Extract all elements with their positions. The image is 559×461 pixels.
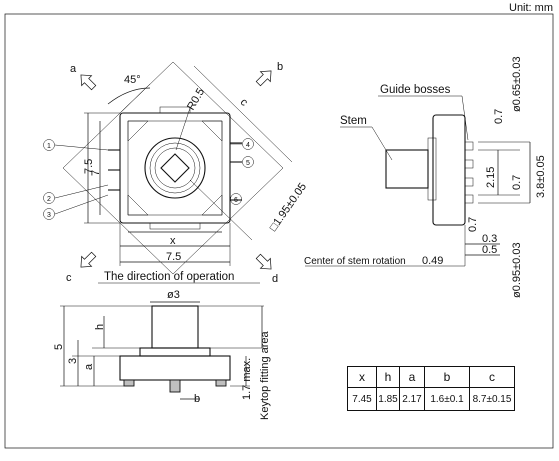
rotation-label: Center of stem rotation: [304, 256, 406, 267]
dim-b: b: [194, 393, 200, 405]
diag-c-dimline: [193, 65, 293, 163]
dim-top-diam: ø0.65±0.03: [511, 56, 523, 112]
svg-text:6: 6: [234, 197, 238, 204]
dim-03: 0.3: [482, 233, 497, 245]
arrow-d-icon: [255, 253, 272, 270]
front-body: [119, 355, 231, 381]
svg-text:2: 2: [47, 196, 51, 203]
spec-header-c: c: [469, 366, 515, 388]
svg-text:5: 5: [246, 160, 250, 167]
dim-x-label: x: [170, 235, 176, 247]
arrow-a-label: a: [70, 63, 77, 75]
front-leg-right: [215, 379, 227, 387]
switch-body: [119, 112, 231, 224]
corner-clip-tr: [201, 120, 223, 142]
side-stem: [385, 149, 429, 189]
spec-table: x h a b c 7.45 1.85 2.17 1.6±0.1 8.7±0.1…: [347, 366, 515, 411]
angle-label: 45°: [124, 74, 141, 86]
side-view: Guide bosses Stem ø0.65±0.03 0.7 2.15 3.…: [304, 56, 547, 298]
radius-leader: [175, 107, 191, 151]
stem-label: Stem: [340, 115, 367, 127]
spec-header-b: b: [424, 366, 470, 388]
drawing-frame: [4, 13, 554, 449]
marker-1: ① 1: [43, 139, 109, 151]
arrow-b-label: b: [277, 61, 283, 73]
radius-label: R0.5: [185, 86, 207, 112]
front-view: ø3 5 3 h a b 1.7 max. Keytop fitting are…: [53, 289, 271, 420]
angle-leader: [119, 83, 151, 114]
operation-label: The direction of operation: [104, 271, 234, 283]
arrow-b-icon: [255, 70, 272, 87]
square-label: □1.95±0.05: [267, 181, 309, 233]
front-leg-left: [123, 379, 135, 387]
spec-value-c: 8.7±0.15: [469, 387, 515, 411]
spec-header-a: a: [399, 366, 425, 388]
marker-4: 4: [230, 138, 254, 150]
keytop-label: Keytop fitting area: [259, 330, 271, 420]
guide-bosses-label: Guide bosses: [380, 84, 451, 96]
marker-3: 3: [43, 194, 109, 220]
rotor-outer: [144, 137, 206, 199]
corner-clip-br: [201, 194, 223, 216]
top-view: a b c d 45° R0.5 c ① 1 2 3: [43, 61, 309, 285]
dim-07c: 0.7: [467, 217, 479, 232]
svg-text:1: 1: [47, 143, 51, 150]
corner-clip-tl: [127, 120, 149, 142]
arrow-d-label: d: [272, 273, 278, 285]
side-body: [432, 114, 466, 226]
corner-clip-bl: [127, 194, 149, 216]
dim-height-label: 7.5: [83, 159, 95, 174]
dim-five: 5: [53, 344, 65, 350]
spec-value-row: 7.45 1.85 2.17 1.6±0.1 8.7±0.15: [347, 387, 515, 411]
spec-value-x: 7.45: [347, 387, 377, 411]
dim-05: 0.5: [482, 244, 497, 256]
guide-bosses-leader: [461, 95, 469, 141]
unit-label: Unit: mm: [509, 2, 553, 14]
front-stem: [151, 305, 199, 349]
spec-value-h: 1.85: [376, 387, 400, 411]
rotor-inner: [154, 147, 196, 189]
dim-38: 3.8±0.05: [535, 155, 547, 198]
square-leader: [189, 179, 253, 241]
svg-text:3: 3: [47, 212, 51, 219]
dim-height-inner-label: 7: [90, 170, 102, 176]
side-flange: [427, 137, 437, 201]
side-pins: [464, 141, 474, 204]
dim-width-label: 7.5: [166, 251, 181, 263]
spec-header-x: x: [347, 366, 377, 388]
switch-body-inner: [127, 120, 223, 216]
arrow-a-icon: [80, 74, 97, 91]
arrow-c-icon: [80, 251, 97, 268]
spec-value-a: 2.17: [399, 387, 425, 411]
rotation-value: 0.49: [422, 255, 443, 267]
dim-bot-diam: ø0.95±0.03: [511, 242, 523, 298]
dim-three: 3: [67, 358, 79, 364]
dim-h: h: [94, 324, 106, 330]
spec-value-b: 1.6±0.1: [424, 387, 470, 411]
tab-bottom: [149, 222, 201, 230]
diag-c-label: c: [238, 96, 251, 109]
rotor-mid: [149, 142, 201, 194]
spec-header-h: h: [376, 366, 400, 388]
stem-leader: [371, 126, 393, 161]
marker-6: 6: [230, 193, 242, 205]
stem-dia-label: ø3: [167, 289, 180, 301]
marker-2: 2: [43, 184, 109, 204]
dim-max: 1.7 max.: [241, 358, 253, 400]
spec-header-row: x h a b c: [347, 366, 515, 388]
front-pin: [169, 379, 181, 393]
stem-square: [160, 153, 190, 183]
arrow-c-label: c: [66, 272, 72, 284]
dim-a: a: [83, 363, 95, 370]
dim-215: 2.15: [485, 167, 497, 188]
tab-top: [159, 106, 191, 114]
svg-text:4: 4: [246, 142, 250, 149]
marker-5: 5: [230, 156, 254, 168]
dim-07a: 0.7: [493, 109, 505, 124]
angle-arc: [107, 87, 151, 105]
front-collar: [139, 347, 211, 357]
dim-07b: 0.7: [511, 175, 523, 190]
